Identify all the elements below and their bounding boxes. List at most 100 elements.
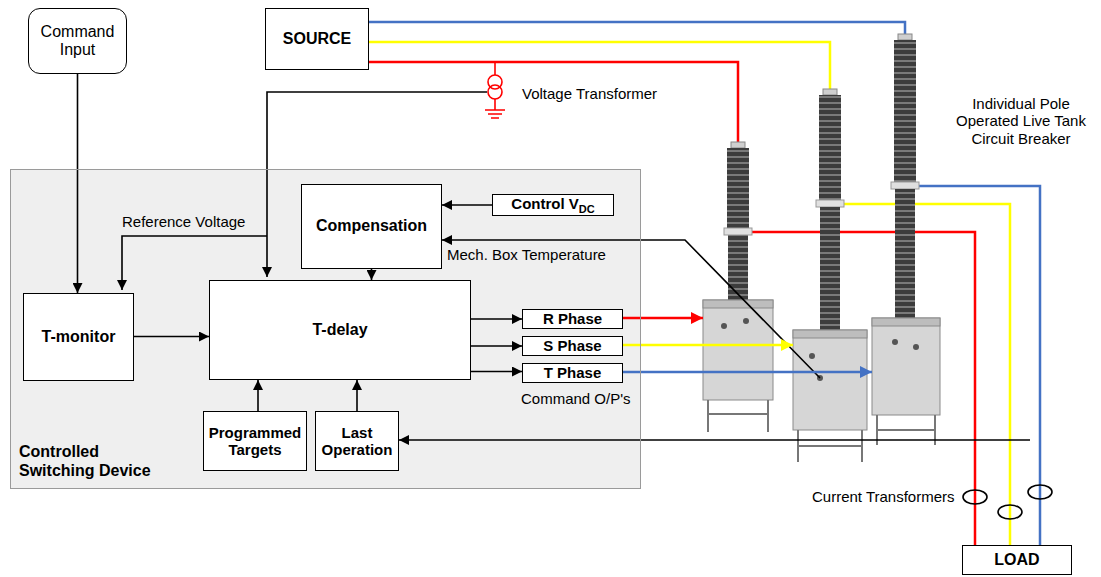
temperature-wire <box>442 240 820 378</box>
signal-label: Command O/P's <box>521 390 631 407</box>
pole-cap <box>731 142 745 148</box>
voltage-transformer-symbol <box>485 62 505 118</box>
insulator <box>895 189 915 318</box>
process-box: Last Operation <box>315 411 399 471</box>
vt-lead <box>494 62 496 75</box>
breaker-pole <box>703 142 773 432</box>
insulator <box>728 235 748 300</box>
ct-ring <box>998 505 1022 519</box>
insulator <box>727 148 749 228</box>
text-holder: Command Input <box>33 23 122 60</box>
breaker-pole <box>793 89 867 462</box>
component-label: Individual Pole Operated Live Tank Circu… <box>946 95 1096 147</box>
output-box: R Phase <box>522 309 623 329</box>
box-label: S Phase <box>543 337 601 354</box>
connector-arrow <box>371 269 373 280</box>
component-label: Voltage Transformer <box>522 85 657 102</box>
box-label: T-monitor <box>42 328 116 346</box>
connector-arrow <box>471 345 522 347</box>
box-roof <box>872 318 940 326</box>
box-label: SOURCE <box>283 30 351 48</box>
current-transformer-symbols <box>963 485 1052 519</box>
ground-symbol <box>485 99 505 118</box>
load-box: LOAD <box>962 545 1072 575</box>
text-holder: Programmed Targets <box>208 424 302 459</box>
text-holder: T Phase <box>544 364 602 381</box>
box-label: Compensation <box>316 217 427 235</box>
ct-ring <box>1028 485 1052 499</box>
mechanism-box <box>793 330 867 430</box>
command-arrow <box>623 317 703 320</box>
panel-title: Controlled Switching Device <box>19 443 169 480</box>
red-wire <box>738 232 975 545</box>
connector-arrow <box>77 74 79 293</box>
command-input-box: Command Input <box>28 8 127 74</box>
pole-ring <box>816 200 844 207</box>
box-roof <box>793 330 867 338</box>
text-holder: S Phase <box>543 337 601 354</box>
connector-arrow <box>471 371 522 373</box>
mechanism-box <box>872 318 940 415</box>
connector-arrow <box>442 204 492 206</box>
process-box: Control VDC <box>492 194 614 216</box>
blue-wire <box>369 22 905 40</box>
pole-ring <box>724 228 752 235</box>
source-box: SOURCE <box>265 8 369 70</box>
red-wire <box>369 62 738 148</box>
connector-arrow <box>356 380 358 411</box>
insulator <box>819 95 841 200</box>
text-holder: Last Operation <box>320 424 394 459</box>
text-holder: SOURCE <box>283 30 351 48</box>
breaker-pole <box>872 34 940 445</box>
box-label: Programmed Targets <box>208 424 302 459</box>
box-label: R Phase <box>543 310 602 327</box>
process-box: T-delay <box>209 280 471 380</box>
signal-label: Reference Voltage <box>122 213 245 230</box>
text-holder: T-delay <box>312 321 367 339</box>
box-dot <box>892 339 898 345</box>
vt-winding <box>488 85 502 99</box>
component-label: Current Transformers <box>812 488 955 505</box>
box-label: T Phase <box>544 364 602 381</box>
process-box: Programmed Targets <box>203 411 307 471</box>
command-arrow <box>623 371 872 374</box>
command-arrow <box>623 344 793 347</box>
text-holder: Compensation <box>316 217 427 235</box>
text-holder: LOAD <box>994 551 1039 569</box>
signal-label: Mech. Box Temperature <box>447 246 606 263</box>
pole-cap <box>898 34 912 40</box>
insulator <box>894 40 916 182</box>
ct-ring <box>963 490 987 504</box>
connector-arrow <box>257 380 259 411</box>
command-outputs <box>623 318 872 372</box>
text-holder: T-monitor <box>42 328 116 346</box>
box-dot <box>913 344 919 350</box>
process-box: Compensation <box>301 184 442 269</box>
pole-cap <box>823 89 837 95</box>
connector-arrow <box>134 336 209 338</box>
text-holder: R Phase <box>543 310 602 327</box>
box-label: Control V <box>511 195 579 212</box>
box-label: T-delay <box>312 321 367 339</box>
pole-legs <box>708 400 768 432</box>
box-dot <box>743 318 749 324</box>
output-box: T Phase <box>522 363 623 383</box>
box-dot <box>809 353 815 359</box>
mechanism-box <box>703 300 773 400</box>
output-box: S Phase <box>522 336 623 356</box>
pole-ring <box>891 182 919 189</box>
process-box: T-monitor <box>23 293 134 381</box>
box-label: LOAD <box>994 551 1039 569</box>
insulator <box>820 207 840 330</box>
text-holder: Control VDC <box>511 195 594 215</box>
device-panel: Controlled Switching DeviceCompensationC… <box>10 169 641 489</box>
box-label: Command Input <box>33 23 122 60</box>
box-dot <box>721 323 727 329</box>
ct-signal-wire <box>399 439 1030 441</box>
connector-arrow <box>471 318 522 320</box>
signal-wires <box>122 92 1030 440</box>
box-roof <box>703 300 773 308</box>
box-label: Last Operation <box>320 424 394 459</box>
panel-ground <box>10 169 641 489</box>
